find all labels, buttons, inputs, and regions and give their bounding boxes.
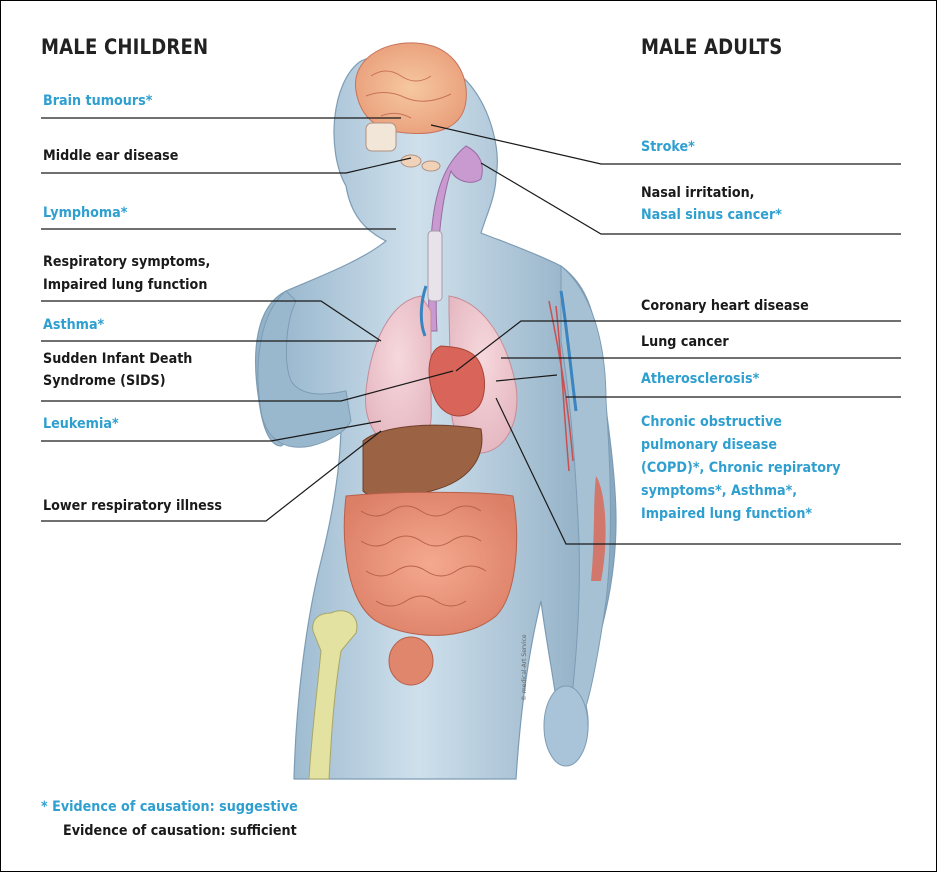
label-sids-line1: Sudden Infant Death: [43, 349, 192, 370]
label-copd-line3: (COPD)*, Chronic repiratory: [641, 458, 841, 479]
label-coronary-heart-disease: Coronary heart disease: [641, 296, 809, 317]
label-atherosclerosis: Atherosclerosis*: [641, 369, 759, 390]
label-copd-line2: pulmonary disease: [641, 435, 777, 456]
legend-sufficient: Evidence of causation: sufficient: [63, 821, 297, 842]
label-nasal-irritation: Nasal irritation,: [641, 183, 755, 204]
label-sids-line2: Syndrome (SIDS): [43, 371, 166, 392]
label-copd-line5: Impaired lung function*: [641, 504, 812, 525]
label-nasal-sinus-cancer: Nasal sinus cancer*: [641, 205, 782, 226]
label-copd-line4: symptoms*, Asthma*,: [641, 481, 797, 502]
label-middle-ear-disease: Middle ear disease: [43, 146, 178, 167]
label-impaired-lung-function: Impaired lung function: [43, 275, 207, 296]
label-lower-respiratory-illness: Lower respiratory illness: [43, 496, 222, 517]
label-brain-tumours: Brain tumours*: [43, 91, 152, 112]
line-atherosclerosis: [496, 375, 557, 381]
legend-suggestive: * Evidence of causation: suggestive: [41, 797, 298, 818]
label-lymphoma: Lymphoma*: [43, 203, 127, 224]
image-credit: © medical-Art Service: [521, 634, 528, 701]
label-stroke: Stroke*: [641, 137, 695, 158]
label-respiratory-symptoms: Respiratory symptoms,: [43, 252, 210, 273]
heading-male-children: MALE CHILDREN: [41, 35, 208, 59]
label-lung-cancer: Lung cancer: [641, 332, 729, 353]
label-asthma: Asthma*: [43, 315, 104, 336]
label-leukemia: Leukemia*: [43, 414, 119, 435]
label-copd-line1: Chronic obstructive: [641, 412, 782, 433]
heading-male-adults: MALE ADULTS: [641, 35, 782, 59]
